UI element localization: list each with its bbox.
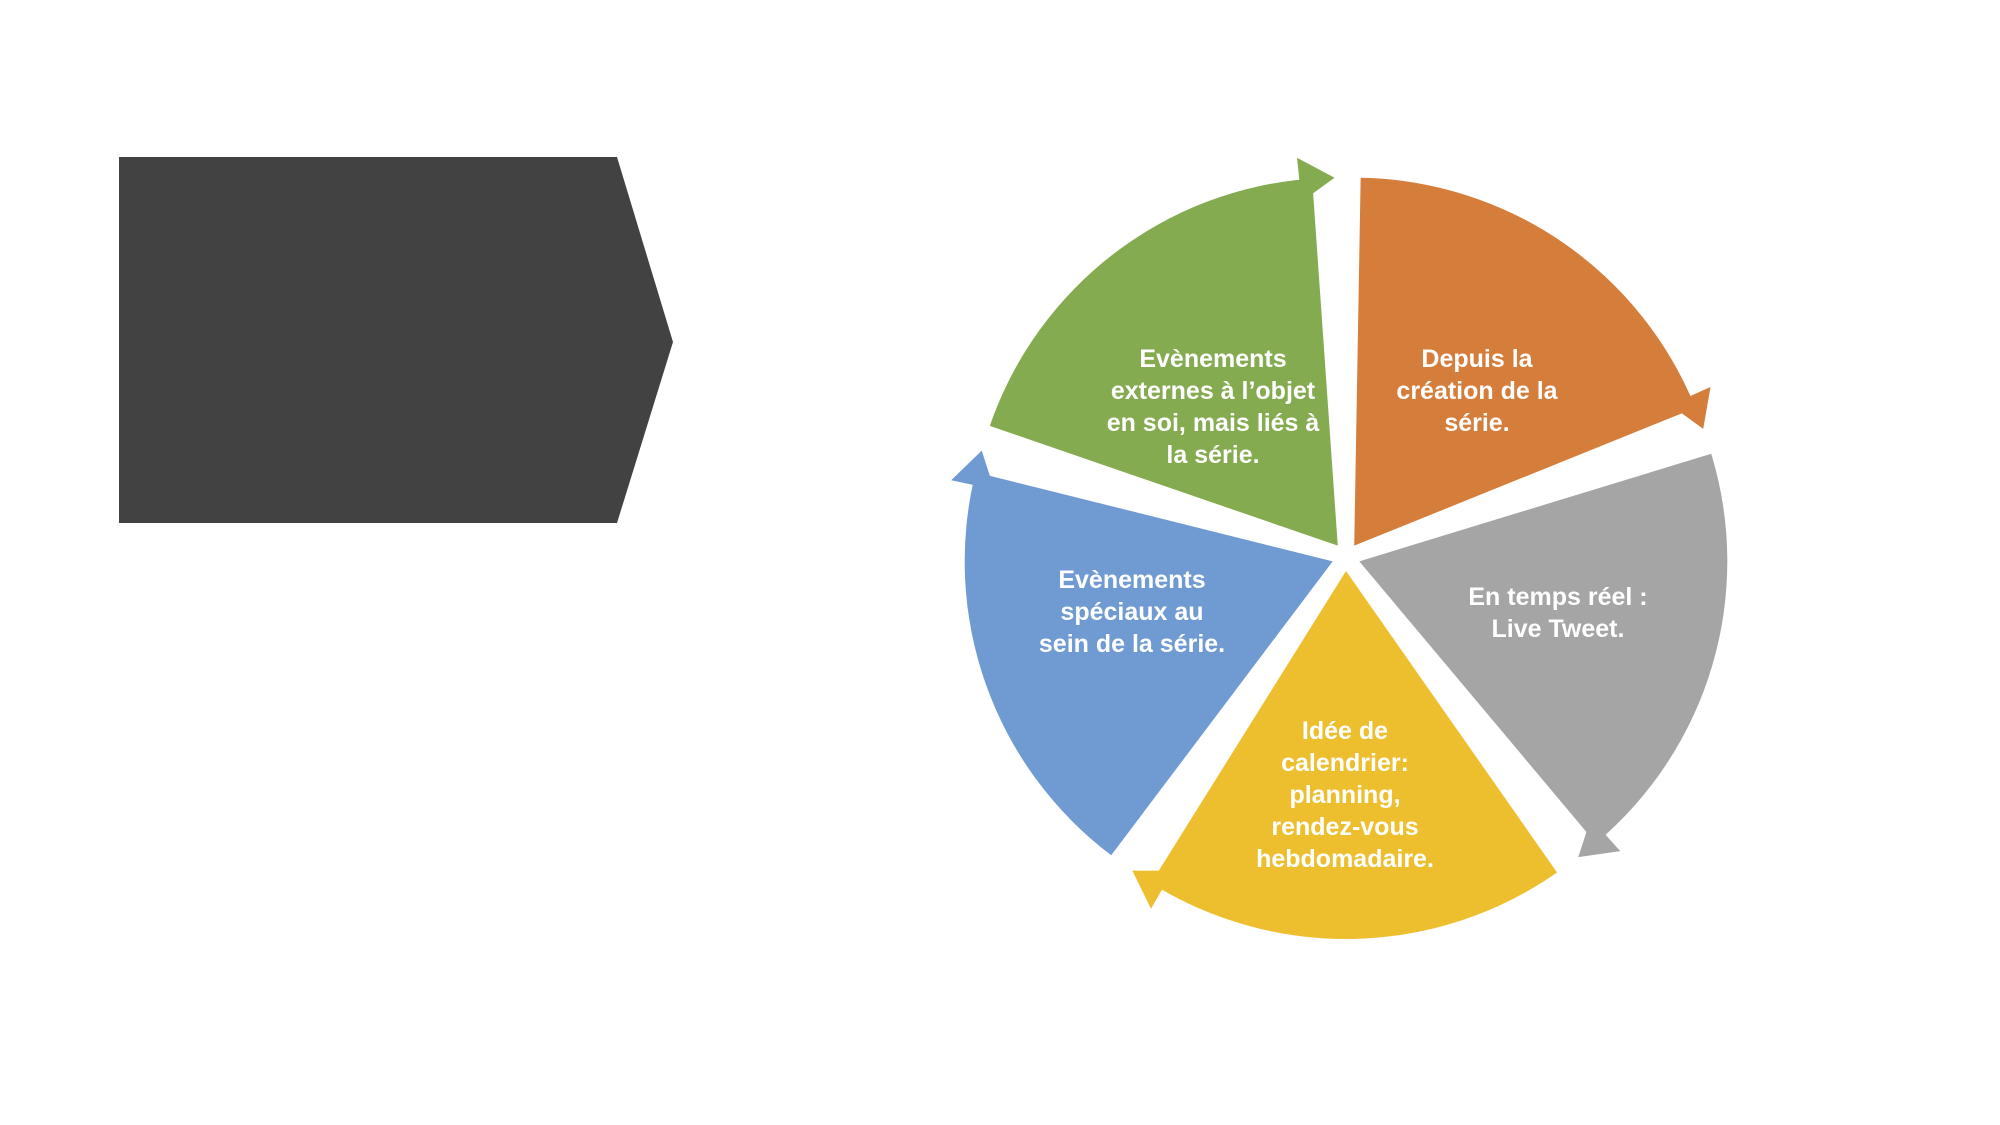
- cycle-arrowhead: [951, 450, 995, 490]
- cycle-segment: [1354, 177, 1696, 546]
- cycle-arrowhead: [1132, 870, 1173, 909]
- cycle-segment-label: En temps réel : Live Tweet.: [1468, 583, 1648, 643]
- cycle-segment: [1359, 453, 1728, 844]
- cycle-segment-label: Idée de calendrier: planning, rendez-vou…: [1256, 717, 1434, 873]
- cycle-arrowhead: [1297, 157, 1335, 202]
- cycle-segment-label: Depuis la création de la série.: [1396, 345, 1558, 437]
- cycle-arrowhead: [1578, 818, 1621, 858]
- cycle-segment: [964, 472, 1333, 856]
- cycle-segment: [989, 178, 1338, 546]
- cycle-segment: [1150, 571, 1558, 939]
- cycle-arrowhead: [1670, 387, 1711, 429]
- cycle-segment-label: Evènements externes à l’objet en soi, ma…: [1106, 345, 1320, 469]
- cycle-segment-label: Evènements spéciaux au sein de la série.: [1038, 566, 1226, 658]
